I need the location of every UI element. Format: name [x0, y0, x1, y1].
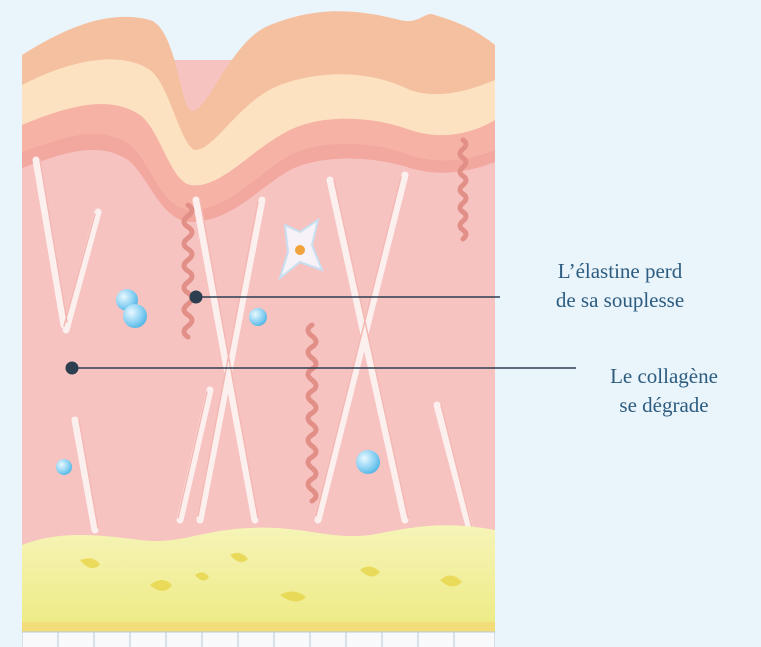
elastin-label: L’élastine perd de sa souplesse: [520, 257, 720, 315]
elastin-label-line2: de sa souplesse: [520, 286, 720, 315]
hypodermis-fat-layer: [22, 525, 495, 625]
elastin-label-line1: L’élastine perd: [520, 257, 720, 286]
collagen-label-line2: se dégrade: [574, 391, 754, 420]
fat-layer-border: [22, 622, 495, 632]
bottom-cell-row: [22, 632, 495, 647]
collagen-label: Le collagène se dégrade: [574, 362, 754, 420]
collagen-label-line1: Le collagène: [574, 362, 754, 391]
